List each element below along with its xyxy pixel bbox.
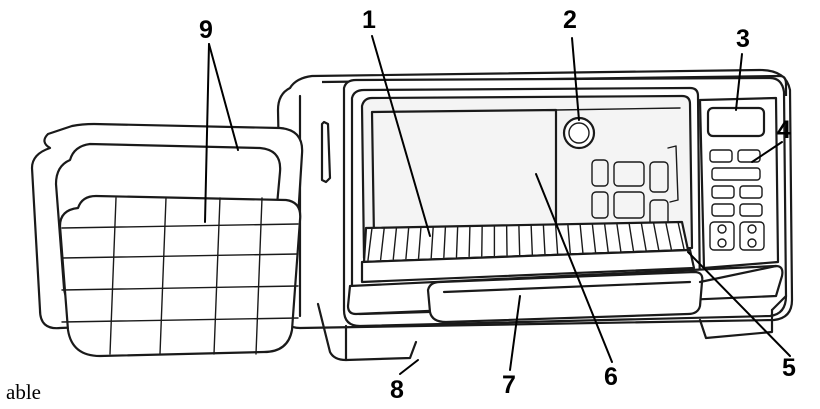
tray-grid-line — [61, 253, 299, 259]
back-wall-details — [591, 145, 679, 231]
panel-button — [739, 185, 763, 199]
interior-light — [562, 116, 596, 150]
rack-bar — [591, 222, 597, 253]
tray-grid-line — [213, 197, 221, 355]
rack-bar — [430, 226, 434, 259]
leader-6 — [535, 173, 613, 363]
callout-8: 8 — [390, 376, 404, 404]
panel-button — [711, 185, 735, 199]
door-handle — [426, 264, 778, 324]
knob-group — [709, 221, 735, 251]
oven-base — [316, 294, 788, 362]
knob-group — [739, 221, 765, 251]
leader-lines — [204, 35, 791, 375]
tray-grid-line — [159, 197, 167, 355]
rack-bar — [616, 222, 622, 252]
leader-9a — [208, 43, 239, 151]
rack-bar — [455, 225, 459, 258]
rack-bar — [542, 223, 546, 255]
crumb-tray-grid — [58, 194, 302, 358]
rack-bar — [652, 221, 660, 251]
minus-icon — [717, 238, 727, 248]
leader-5 — [687, 251, 791, 357]
rack-bar — [379, 227, 385, 261]
plus-icon — [747, 224, 757, 234]
partial-caption-text: able — [6, 380, 41, 404]
tray-grid-line — [61, 223, 299, 229]
tray-grid-line — [61, 317, 299, 323]
rack-bar — [530, 224, 534, 255]
rack-bar — [554, 223, 559, 255]
callout-2: 2 — [563, 6, 577, 34]
rack-bar — [367, 227, 373, 261]
callout-6: 6 — [604, 363, 618, 391]
rack-bar — [518, 224, 521, 256]
leader-4 — [751, 141, 783, 163]
side-vent — [320, 120, 332, 184]
callout-4: 4 — [777, 116, 791, 144]
leader-8 — [399, 359, 419, 375]
callout-5: 5 — [782, 354, 796, 382]
rack-bar — [567, 223, 571, 254]
tray-grid-line — [61, 285, 299, 291]
leader-2 — [571, 37, 580, 121]
rack-bar — [392, 226, 398, 260]
rack-bar — [468, 225, 471, 258]
panel-button — [709, 149, 733, 163]
leader-3 — [735, 53, 743, 111]
rack-bar — [603, 222, 609, 253]
rack-bar — [417, 226, 422, 259]
callout-3: 3 — [736, 25, 750, 53]
callout-1: 1 — [362, 6, 376, 34]
bake-pan — [360, 248, 696, 284]
callout-7: 7 — [502, 371, 516, 399]
rack-bar — [628, 222, 635, 252]
display-screen — [706, 106, 766, 138]
panel-button — [739, 203, 763, 217]
minus-icon — [747, 238, 757, 248]
tray-grid-line — [109, 197, 117, 355]
callout-9: 9 — [199, 16, 213, 44]
panel-button — [711, 203, 735, 217]
rack-bar — [677, 221, 685, 250]
panel-button — [711, 167, 761, 181]
plus-icon — [717, 224, 727, 234]
leader-1 — [371, 35, 431, 237]
leader-7 — [509, 295, 521, 371]
rack-bar — [579, 223, 584, 254]
rack-bar — [665, 221, 673, 251]
rack-bar — [405, 226, 410, 260]
rack-bar — [443, 225, 447, 259]
control-panel — [698, 96, 780, 270]
rack-bar — [640, 222, 647, 252]
leader-9b — [204, 43, 210, 223]
